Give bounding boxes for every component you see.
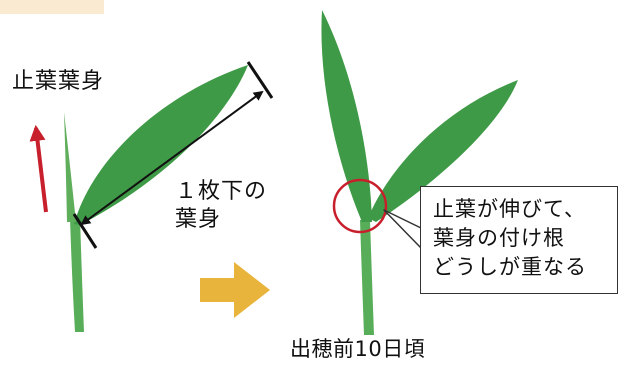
caption-line2: 葉身の付け根 — [433, 225, 565, 250]
callout-pointer — [383, 209, 422, 249]
right-plant — [321, 10, 518, 335]
left-stem — [70, 218, 84, 332]
lower-leaf-blade-label-line2: 葉身 — [175, 206, 222, 232]
lower-leaf-blade-label: １枚下の 葉身 — [175, 178, 267, 233]
timing-label: 出穂前10日頃 — [290, 337, 426, 361]
top-tab — [0, 0, 104, 14]
right-lower-leaf-blade — [368, 80, 518, 222]
caption-box: 止葉が伸びて、 葉身の付け根 どうしが重なる — [420, 186, 618, 294]
measure-arrow-icon — [72, 61, 274, 249]
flag-leaf-blade-label: 止葉葉身 — [12, 69, 105, 94]
right-flag-leaf-blade — [321, 10, 372, 222]
red-up-arrow-icon — [29, 124, 48, 213]
lower-leaf-blade-label-line1: １枚下の — [175, 179, 268, 204]
right-stem — [360, 220, 374, 335]
highlight-circle-icon — [332, 178, 388, 234]
caption-line1: 止葉が伸びて、 — [433, 197, 586, 221]
right-arrow-icon — [200, 262, 270, 318]
caption-line3: どうしが重なる — [433, 254, 587, 279]
left-flag-leaf-tip — [64, 112, 76, 222]
